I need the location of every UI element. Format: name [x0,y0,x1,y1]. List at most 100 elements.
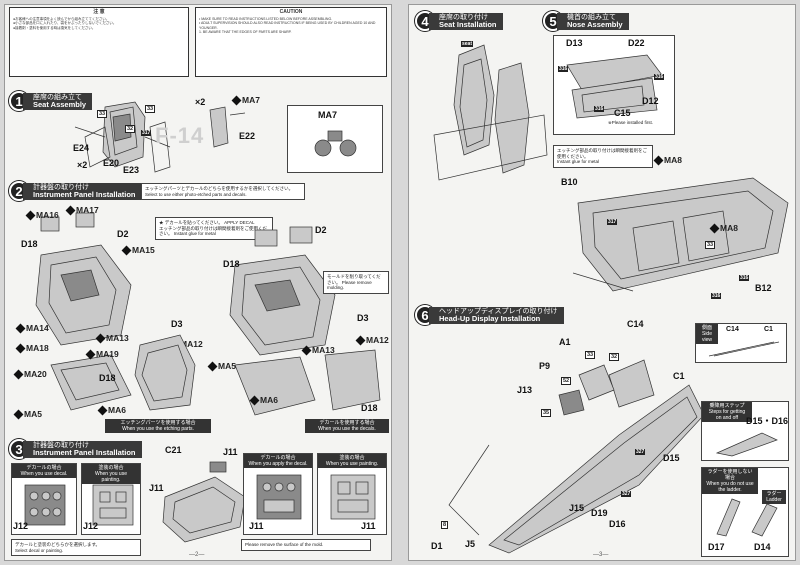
part-label: D18 [99,373,116,383]
side-view-title: 側面 Side view [696,324,718,344]
caution-line: • ADULT SUPERVISION SHOULD ALSO READ INS… [199,21,376,30]
step-title-jp: 計器盤の取り付け [33,441,89,449]
part-label: A1 [559,337,571,347]
part-label: J12 [83,521,99,531]
multiplier-label: ×2 [195,97,206,107]
photo-etch-label: MA8 [711,223,738,233]
ladder-detail-drawing [716,498,778,537]
decal-apply-title: デカールの場合 When you apply the decal. [244,454,312,468]
step-2-header: 2 計器盤の取り付け Instrument Panel Installation [9,181,142,201]
photo-etch-label: MA13 [97,333,129,343]
step-4-header: 4 座席の取り付け Seat Installation [415,11,503,31]
caution-line: ●お客様への注意事項をよく読んでから組み立ててください。 [13,16,110,21]
step-title-en: Instrument Panel Installation [33,448,136,457]
cockpit-tub-drawing [134,334,196,411]
part-label: D2 [315,225,327,235]
part-label: J11 [249,521,264,531]
paint-ref: 33 [585,351,596,359]
step-title: ヘッドアップディスプレイの取り付け Head-Up Display Instal… [429,306,564,324]
nose-subassembly-box: D13 D22 D12 C15 ※Please installed first.… [553,35,675,135]
photo-etch-label: MA18 [17,343,49,353]
banner-jp: デカールを使用する場合 [319,420,375,426]
instrument-paint-drawing [330,474,376,520]
seat-part-drawing [209,106,246,148]
legend-decal: ★ デカールを貼ってください。 APPLY DECAL [159,220,255,225]
ma7-detail-label: MA7 [318,110,338,120]
caution-box-jp: 注 意 ●お客様への注意事項をよく読んでから組み立ててください。 ●小さな部品を… [9,7,189,77]
step-1-header: 1 座席の組み立て Seat Assembly [9,91,93,111]
instrument-paint-drawing [92,484,134,526]
paint-ref: 317 [141,130,152,136]
multiplier-label: ×2 [77,160,88,170]
photo-etch-label: MA8 [655,155,682,165]
decal-option-jp: デカールの場合 [26,465,62,471]
etch-glue-note-en: Instant glue for metal [557,159,600,164]
selection-note-jp: エッチングパーツとデカールのどちらを使用するかを選択してください。 [145,186,294,191]
step-3-header: 3 計器盤の取り付け Instrument Panel Installation [9,439,142,459]
paint-option-jp: 塗装の場合 [98,465,124,471]
step-title-jp: 計器盤の取り付け [33,183,89,191]
part-label: E23 [123,165,140,175]
step-title: 機首の組み立て Nose Assembly [557,12,629,30]
photo-etch-label: MA12 [171,339,203,349]
part-label: C1 [673,371,685,381]
decal-apply-box: デカールの場合 When you apply the decal. [243,453,313,535]
instrument-panel-etch-drawing [35,212,132,411]
background-watermark: F-14 [155,123,205,148]
instruction-page-left: 注 意 ●お客様への注意事項をよく読んでから組み立ててください。 ●小さな部品を… [4,4,392,561]
paint-apply-box: 塗装の場合 When you use painting. [317,453,387,535]
install-first-note: ※Please installed first. [608,120,654,125]
step-title: 計器盤の取り付け Instrument Panel Installation [23,182,142,200]
select-note-en: Select decal or painting. [15,547,64,553]
decal-option-title: デカールの場合 When you use decal. [12,464,76,478]
page-number: —3— [593,552,609,558]
etch-parts-banner: エッチングパーツを使用する場合 When you use the etching… [105,419,211,433]
selection-note: エッチングパーツとデカールのどちらを使用するかを選択してください。 Select… [141,183,305,200]
part-label: D2 [117,229,129,239]
step-title-en: Instrument Panel Installation [33,190,136,199]
decal-apply-jp: デカールの場合 [260,455,296,461]
part-label: D13 [566,38,583,48]
photo-etch-label: MA6 [251,395,278,405]
photo-etch-label: MA13 [303,345,335,355]
photo-etch-label: MA17 [67,205,99,215]
banner-en: When you use the decals. [318,426,376,432]
paint-ref: seat [461,41,474,47]
caution-box-en: CAUTION • MAKE SURE TO READ INSTRUCTIONS… [195,7,387,77]
part-label: J15 [569,503,585,513]
paint-ref: 33 [97,110,108,118]
caution-line: ●小さな部品を口に入れたり、袋をかぶったりしないでください。 [13,21,117,26]
decal-banner: デカールを使用する場合 When you use the decals. [305,419,389,433]
step-title: 計器盤の取り付け Instrument Panel Installation [23,440,142,458]
decal-option-en: When you use decal. [20,471,68,477]
part-label: D14 [754,542,771,552]
part-label: D3 [171,319,183,329]
part-label: D1 [431,541,443,551]
paint-ref: 35 [541,409,552,417]
paint-ref: 33 [145,105,156,113]
part-label: P9 [539,361,551,371]
paint-ref: 32 [125,125,136,133]
part-label: J11 [223,447,238,457]
step-title-jp: 機首の組み立て [567,13,616,21]
banner-jp: エッチングパーツを使用する場合 [120,420,196,426]
step-title-en: Nose Assembly [567,20,623,29]
side-view-box: 側面 Side view C14 C1 [695,323,787,363]
paint-option-en: When you use painting. [95,471,127,483]
paint-ref: 316 [739,275,750,281]
selection-note-en: Select to use either photo-etched parts … [145,191,247,197]
instrument-decal-drawing [24,484,66,526]
part-label: D18 [223,259,240,269]
seat-installation-drawing [433,44,548,181]
paint-ref: 317 [607,219,618,225]
paint-ref: 32 [609,353,620,361]
step-title-jp: ヘッドアップディスプレイの取り付け [439,307,558,315]
step-title: 座席の組み立て Seat Assembly [23,92,93,110]
part-label: D15・D16 [746,416,789,426]
photo-etch-label: MA6 [99,405,126,415]
part-label: C14 [726,326,739,333]
remove-note: Please remove the surface of the mold. [241,539,371,551]
ma7-belt-drawing [314,130,357,157]
select-note: デカールと塗装のどちらかを選択します。 Select decal or pain… [11,539,141,556]
part-label: E24 [73,143,90,153]
